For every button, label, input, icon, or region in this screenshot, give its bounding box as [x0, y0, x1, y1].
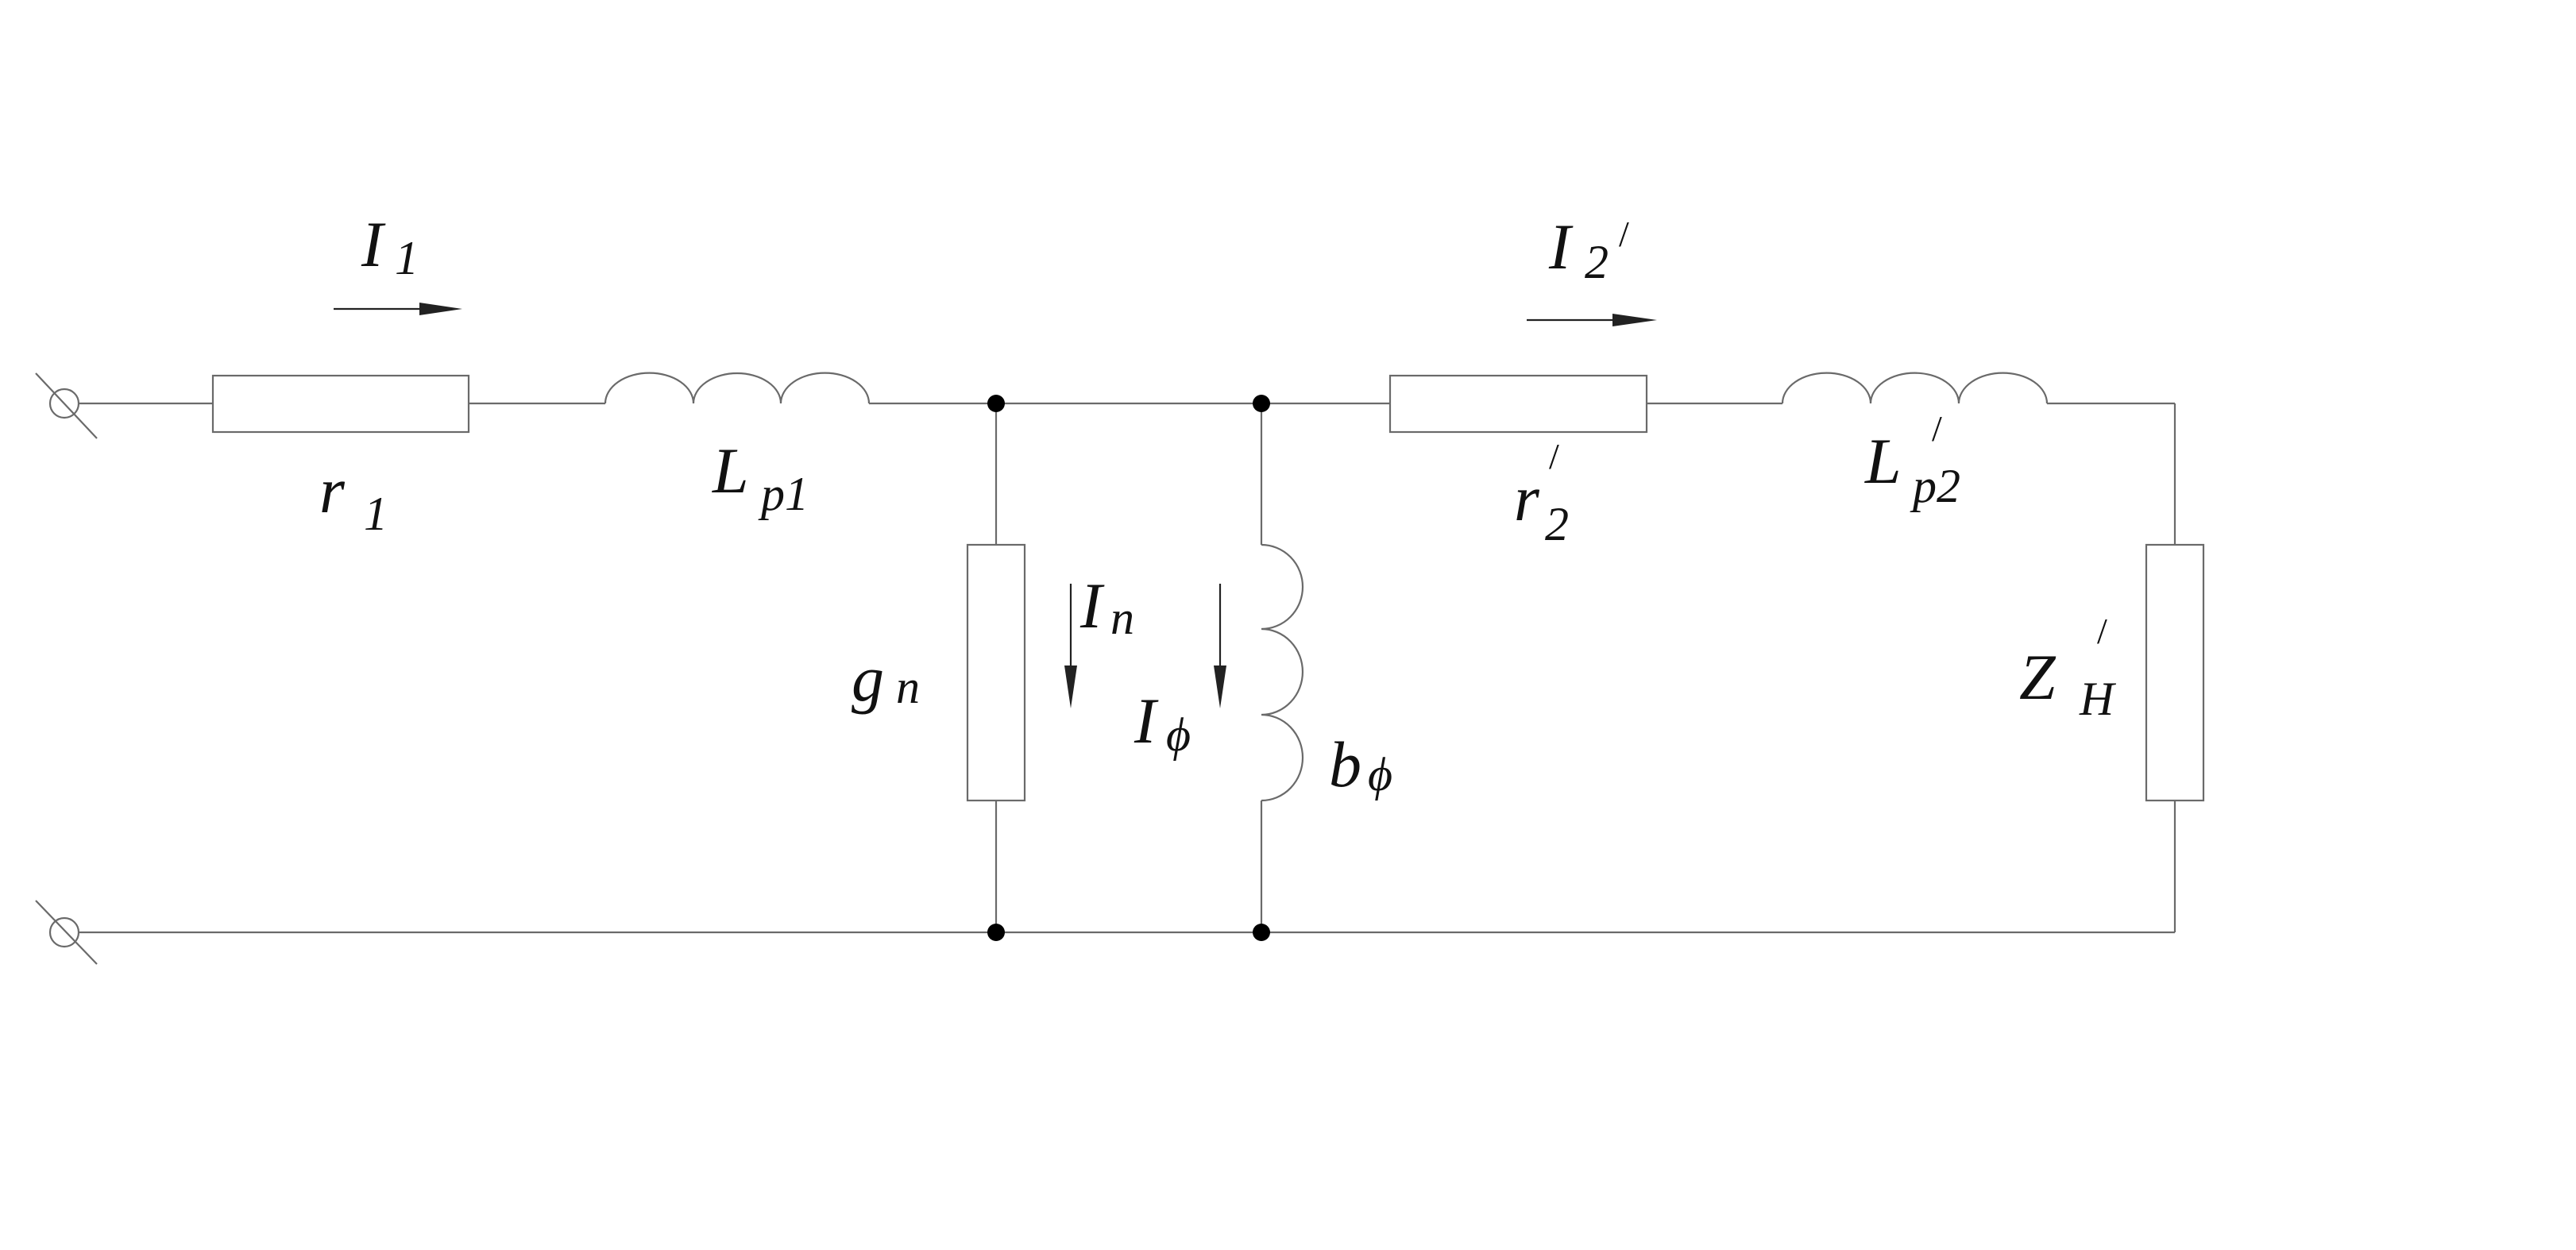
- label-ZH-prime: Z H /: [2019, 611, 2117, 725]
- svg-text:L: L: [712, 434, 749, 507]
- svg-text:I: I: [361, 208, 386, 280]
- svg-text:/: /: [1619, 214, 1629, 254]
- inductor-Lp1: [604, 372, 871, 404]
- arrow-I1: [334, 303, 462, 315]
- label-r2-prime: r 2 /: [1514, 436, 1569, 550]
- junction-node-top-right: [1253, 395, 1270, 412]
- label-bphi: b ϕ: [1329, 728, 1392, 801]
- input-terminal-top: [35, 372, 98, 439]
- junction-node-bottom-left: [987, 924, 1005, 941]
- inductor-bphi: [1261, 543, 1304, 802]
- svg-text:2: 2: [1545, 498, 1569, 550]
- svg-text:I: I: [1134, 685, 1159, 757]
- label-r1: r 1: [319, 454, 388, 540]
- svg-text:2: 2: [1585, 236, 1609, 288]
- resistor-gn: [966, 543, 1026, 802]
- arrow-I2: [1527, 314, 1657, 326]
- junction-node-top-left: [987, 395, 1005, 412]
- label-gn: g n: [852, 642, 920, 715]
- svg-text:n: n: [896, 661, 920, 713]
- svg-text:n: n: [1110, 592, 1134, 644]
- svg-text:p1: p1: [758, 468, 809, 520]
- svg-text:I: I: [1548, 210, 1574, 283]
- arrow-In: [1064, 584, 1077, 708]
- inductor-Lp2: [1781, 372, 2049, 404]
- impedance-ZH: [2145, 543, 2205, 802]
- svg-text:H: H: [2079, 673, 2117, 725]
- svg-text:r: r: [319, 454, 346, 527]
- junction-node-bottom-right: [1253, 924, 1270, 941]
- label-Lp1: L p1: [712, 434, 809, 520]
- svg-text:1: 1: [364, 488, 388, 540]
- svg-text:I: I: [1079, 569, 1105, 642]
- svg-text:b: b: [1329, 728, 1361, 801]
- svg-text:L: L: [1864, 425, 1902, 497]
- resistor-r2: [1388, 374, 1648, 434]
- svg-text:g: g: [852, 642, 884, 715]
- label-In: I n: [1079, 569, 1134, 644]
- svg-text:ϕ: ϕ: [1368, 748, 1392, 801]
- label-I2-prime: I 2 /: [1548, 210, 1629, 288]
- svg-text:r: r: [1514, 462, 1540, 534]
- svg-text:/: /: [2097, 611, 2107, 651]
- label-Lp2-prime: L p2 /: [1864, 408, 1960, 512]
- label-Iphi: I ϕ: [1134, 685, 1191, 761]
- svg-text:p2: p2: [1910, 460, 1960, 512]
- svg-text:/: /: [1932, 408, 1942, 449]
- resistor-r1: [211, 374, 470, 434]
- label-I1: I 1: [361, 208, 419, 284]
- svg-text:/: /: [1549, 436, 1559, 476]
- svg-text:Z: Z: [2019, 641, 2057, 713]
- svg-text:1: 1: [395, 232, 419, 284]
- svg-text:ϕ: ϕ: [1166, 708, 1191, 761]
- arrow-Iphi: [1214, 584, 1226, 708]
